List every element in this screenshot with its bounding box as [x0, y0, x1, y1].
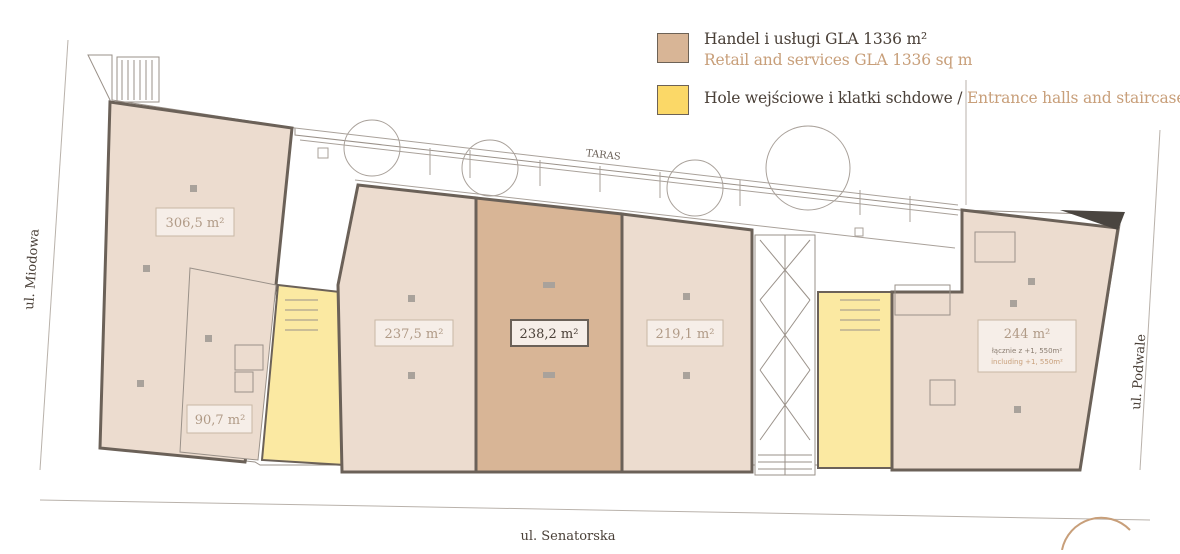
legend-swatch-halls: [657, 85, 689, 115]
area-label-238: [510, 319, 589, 347]
unit-area-text: 219,1 m²: [656, 327, 715, 342]
unit-area-text: 90,7 m²: [195, 413, 246, 428]
columns: [137, 185, 1035, 413]
legend-label-pair: Hole wejściowe i klatki schdowe / Entran…: [704, 89, 1180, 108]
legend-label-en: Retail and services GLA 1336 sq m: [704, 51, 973, 69]
hall-east: [817, 291, 893, 469]
passage: [754, 234, 816, 476]
unit-area-text: 306,5 m²: [166, 216, 225, 231]
street-line-west: [39, 39, 69, 471]
dark-wedge: [1060, 210, 1125, 230]
unit-note-text: łącznie z +1, 550m²: [992, 347, 1063, 355]
terrace-label: TARAS: [585, 148, 621, 163]
unit-area-text: 237,5 m²: [385, 327, 444, 342]
street-line-east: [1139, 129, 1161, 471]
area-label-244: [977, 319, 1077, 373]
legend-swatch-retail: [657, 33, 689, 63]
unit-area-text: 238,2 m²: [520, 327, 579, 342]
area-label-90: [186, 404, 253, 434]
area-label-219: [646, 319, 724, 347]
hall-stairs: [234, 231, 1016, 406]
terrace: [294, 119, 959, 249]
street-label-east: ul. Podwale: [1129, 333, 1149, 410]
unit-area-text: 244 m²: [1004, 327, 1050, 342]
entry-stairs: [116, 56, 160, 103]
legend-label-en: Entrance halls and staircases: [967, 89, 1180, 107]
area-label-237: [374, 319, 454, 347]
street-label-south: ul. Senatorska: [520, 529, 615, 544]
street-line-south: [39, 499, 1151, 521]
legend-label-pl: Hole wejściowe i klatki schdowe /: [704, 89, 968, 107]
legend-label-pl: Handel i usługi GLA 1336 m²: [704, 30, 928, 48]
area-label-306: [155, 207, 235, 237]
compass-icon: [1061, 516, 1131, 551]
unit-note-text: including +1, 550m²: [991, 358, 1063, 366]
street-label-west: ul. Miodowa: [22, 228, 43, 310]
